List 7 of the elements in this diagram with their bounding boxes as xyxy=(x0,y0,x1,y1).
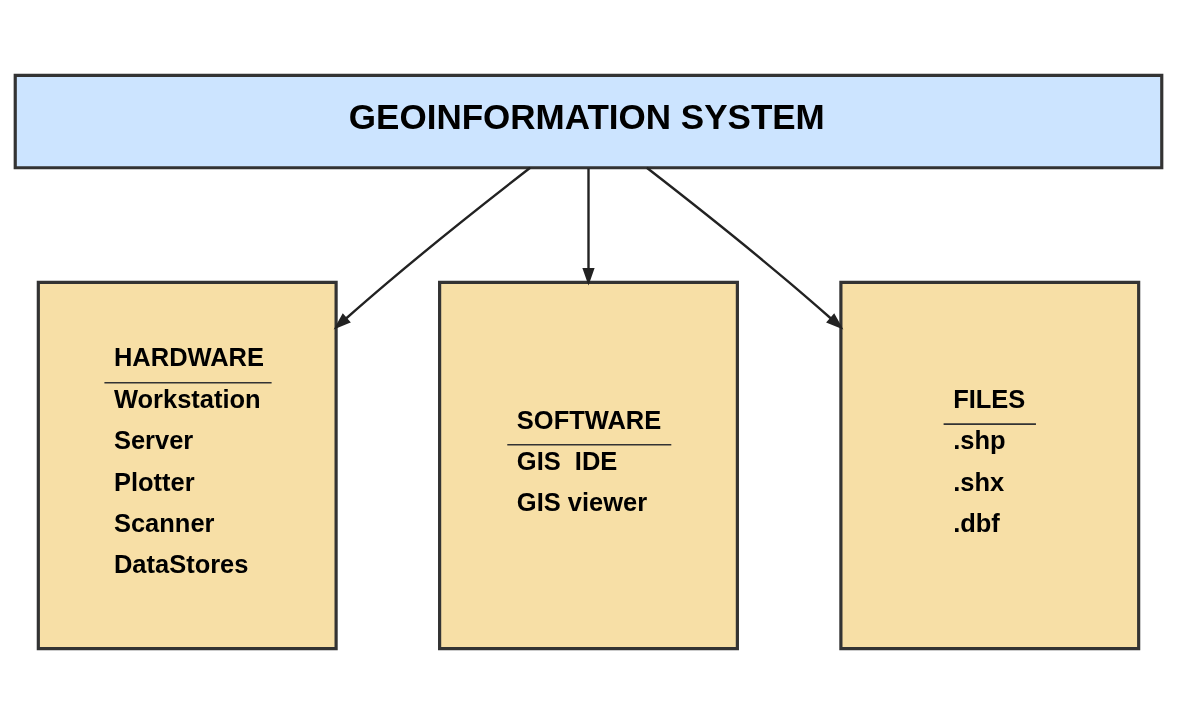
node-box: GEOINFORMATION SYSTEM xyxy=(13,73,1164,170)
arrow xyxy=(646,166,844,330)
arrow xyxy=(582,168,595,286)
node-box: FILES .shp .shx .dbf xyxy=(839,280,1141,651)
arrow xyxy=(333,166,531,330)
node-box: HARDWARE Workstation Server Plotter Scanner DataStores xyxy=(36,280,338,651)
node-box: SOFTWARE GIS IDE GIS viewer xyxy=(438,280,739,651)
